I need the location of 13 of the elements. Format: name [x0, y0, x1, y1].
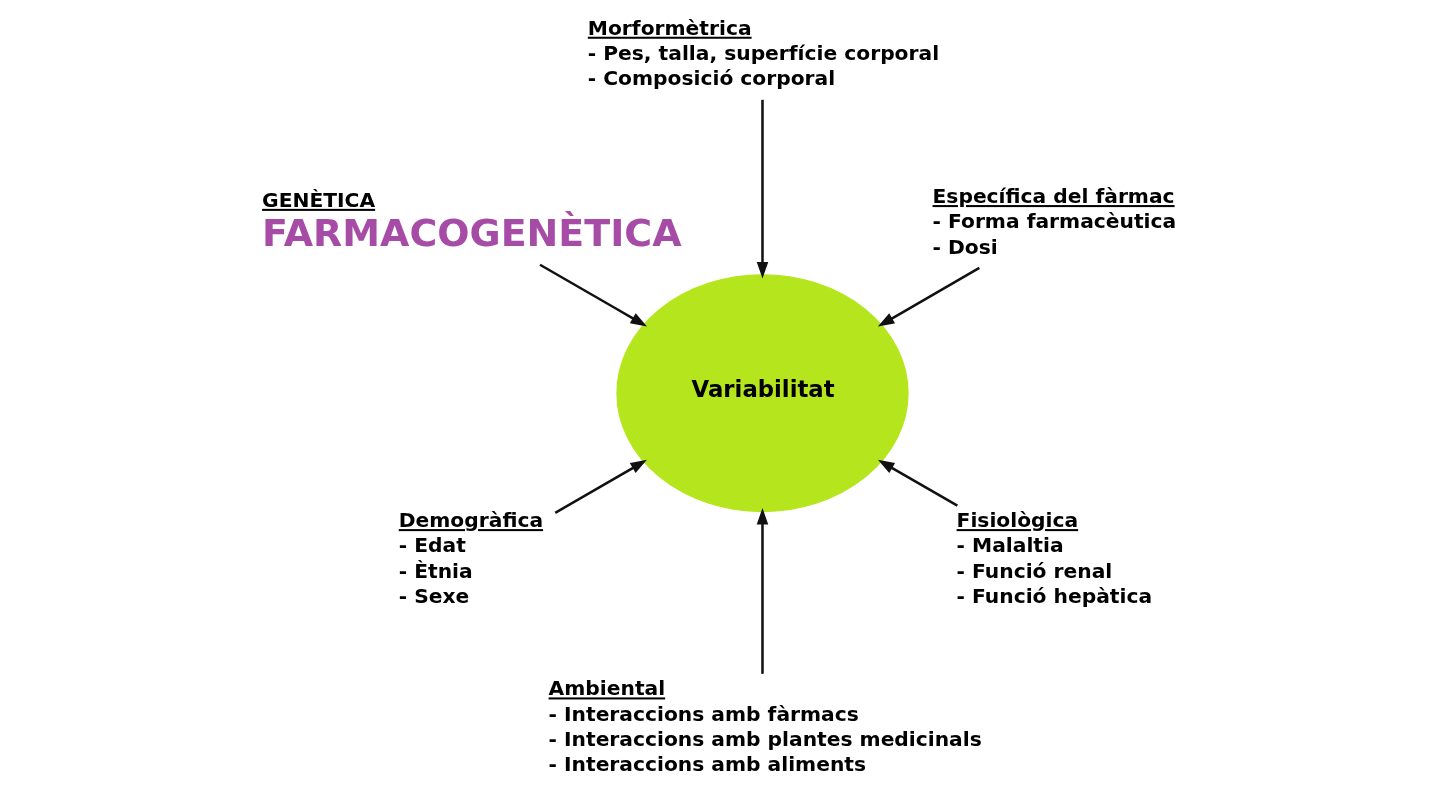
node-text: GENÈTICA FARMACOGENÈTICA	[262, 187, 682, 256]
arrow	[756, 99, 769, 279]
node-text: Morformètrica - Pes, talla, superfície corporal - Composició corporal	[587, 15, 940, 91]
arrow	[756, 507, 769, 674]
arrow	[554, 459, 647, 514]
node-ellipse: Variabilitat	[616, 274, 909, 513]
arrow	[539, 263, 647, 327]
node-text: Fisiològica - Malaltia - Funció renal - Funció hepàtica	[956, 508, 1153, 609]
node-text: Ambiental - Interaccions amb fàrmacs - Interaccions amb plantes medicinals - Interaccions amb aliments	[548, 676, 982, 777]
node-text: Específica del fàrmac - Forma farmacèutica - Dosi	[932, 184, 1177, 259]
arrow	[877, 266, 980, 327]
node-text: Demogràfica - Edat - Ètnia - Sexe	[398, 508, 544, 609]
arrow	[877, 459, 958, 507]
